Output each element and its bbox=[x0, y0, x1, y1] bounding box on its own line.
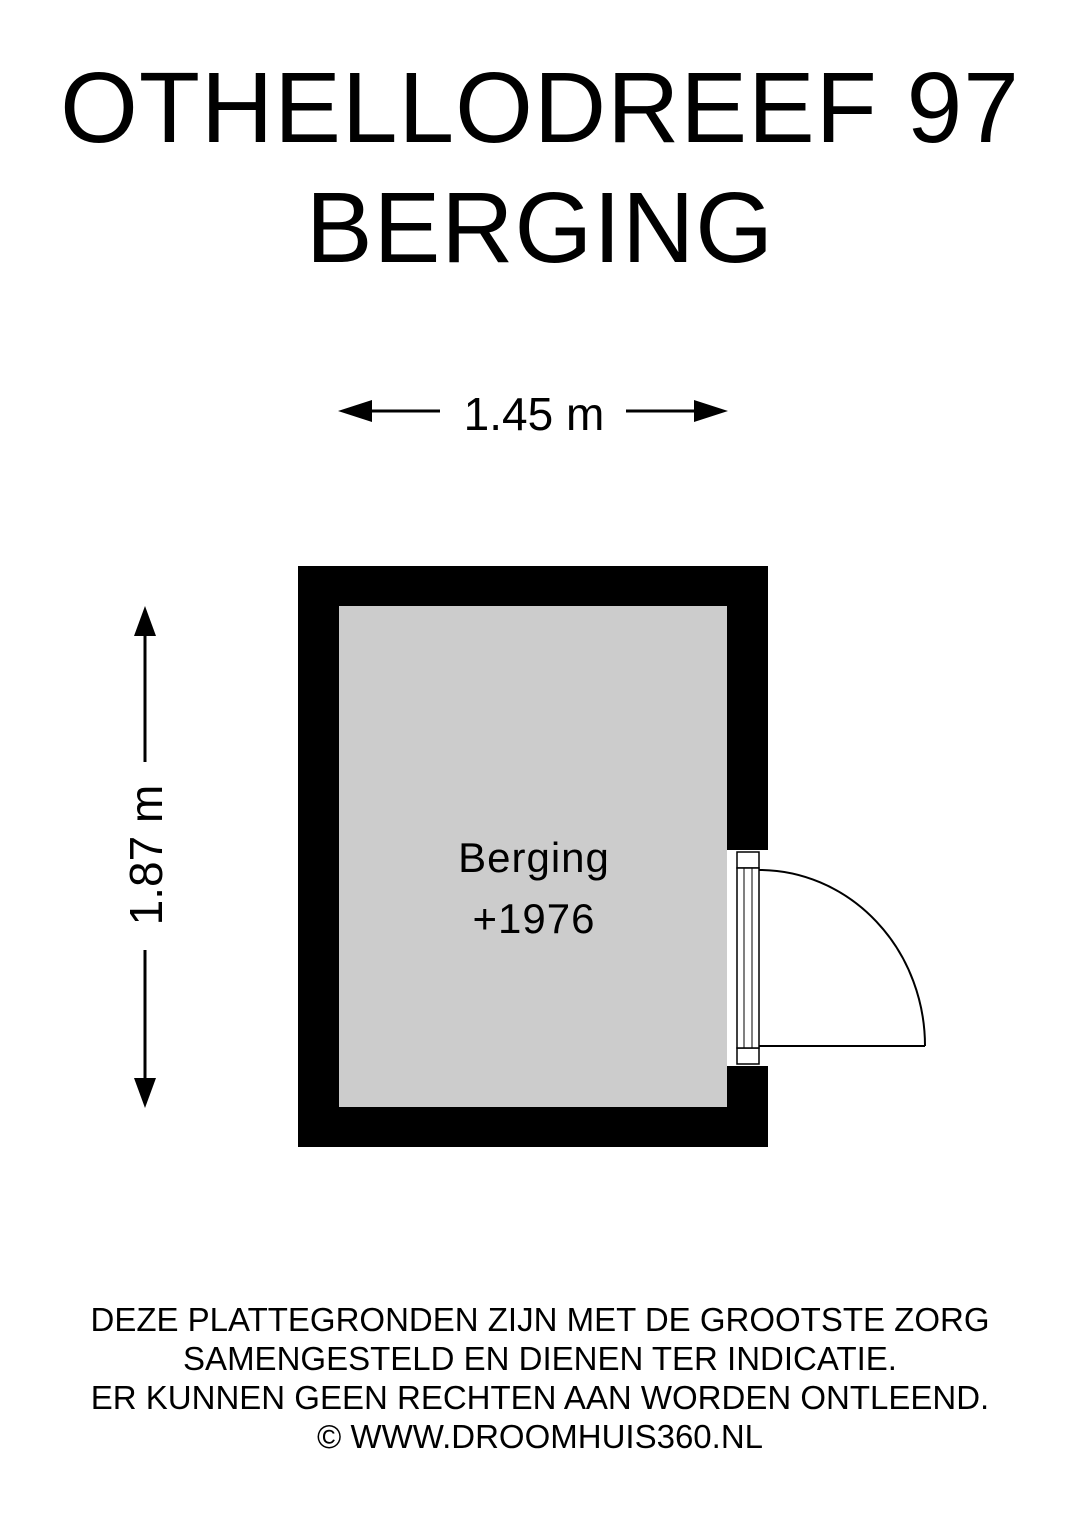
arrow-right-icon bbox=[694, 400, 728, 422]
door-swing bbox=[758, 869, 926, 1047]
disclaimer-line-2: SAMENGESTELD EN DIENEN TER INDICATIE. bbox=[183, 1340, 897, 1377]
arrow-up-icon bbox=[134, 606, 156, 636]
door-swing-arc bbox=[758, 869, 926, 1047]
wall-top bbox=[298, 566, 768, 606]
copyright-link[interactable]: © WWW.DROOMHUIS360.NL bbox=[316, 1418, 763, 1455]
room-floor bbox=[338, 604, 730, 1109]
wall-right-upper bbox=[727, 566, 768, 850]
door-leaf-closed bbox=[736, 867, 760, 1049]
door-frame bbox=[727, 850, 768, 1066]
wall-left bbox=[298, 566, 339, 1147]
disclaimer: DEZE PLATTEGRONDEN ZIJN MET DE GROOTSTE … bbox=[0, 1300, 1080, 1456]
title-block: OTHELLODREEF 97 BERGING bbox=[0, 48, 1080, 288]
door-jamb-top bbox=[736, 851, 760, 869]
wall-right-lower bbox=[727, 1066, 768, 1147]
disclaimer-line-1: DEZE PLATTEGRONDEN ZIJN MET DE GROOTSTE … bbox=[90, 1301, 990, 1338]
space-title: BERGING bbox=[305, 172, 775, 284]
height-dimension-label: 1.87 m bbox=[120, 785, 172, 926]
wall-bottom bbox=[298, 1107, 768, 1147]
width-dimension: 1.45 m bbox=[338, 388, 728, 440]
disclaimer-line-3: ER KUNNEN GEEN RECHTEN AAN WORDEN ONTLEE… bbox=[90, 1379, 990, 1416]
room-level-label: +1976 bbox=[473, 895, 596, 942]
arrow-left-icon bbox=[338, 400, 372, 422]
walls bbox=[298, 566, 768, 1147]
arrow-down-icon bbox=[134, 1078, 156, 1108]
height-dimension: 1.87 m bbox=[120, 606, 172, 1108]
room-name-label: Berging bbox=[458, 834, 610, 881]
address-title: OTHELLODREEF 97 bbox=[60, 52, 1020, 164]
door-jamb-bottom bbox=[736, 1047, 760, 1065]
width-dimension-label: 1.45 m bbox=[464, 388, 605, 440]
